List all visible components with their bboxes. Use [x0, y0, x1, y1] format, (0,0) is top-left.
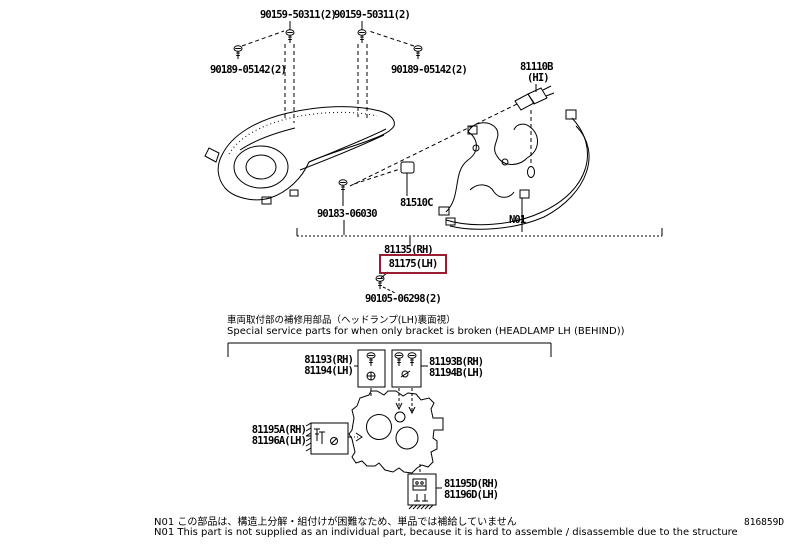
section-title-ja: 車両取付部の補修用部品（ヘッドランプ(LH)裏面視）	[227, 315, 456, 326]
section-title-en: Special service parts for when only brac…	[227, 326, 625, 337]
part-label-bracket-c-rh: 81195A(RH)	[251, 424, 307, 436]
headlamp-rear-view	[348, 390, 444, 474]
top-screws-art	[233, 21, 423, 123]
part-label-bracket-a-rh: 81193(RH)	[304, 354, 354, 366]
note-ref-n01: N01	[509, 214, 526, 226]
part-label-headlamp-rh: 81135(RH)	[384, 244, 434, 256]
part-label-screw-90105: 90105-06298(2)	[365, 293, 442, 305]
bulb-drawing	[514, 84, 555, 178]
part-label-headlamp-lh[interactable]: 81175(LH)	[388, 257, 439, 270]
part-label-screw-top-a: 90159-50311(2)	[260, 9, 337, 21]
cover-81510c-art	[353, 161, 415, 196]
harness-drawing	[438, 109, 590, 230]
footnote-ja: N01 この部品は、構造上分解・組付けが困難なため、単品では補給していません	[154, 517, 517, 528]
section-frame	[227, 342, 552, 357]
figure-code: 816859D	[744, 517, 785, 528]
part-label-bracket-c-lh: 81196A(LH)	[251, 435, 307, 447]
part-label-nut-left: 90189-05142(2)	[210, 64, 287, 76]
part-label-screw-90183: 90183-06030	[317, 208, 378, 220]
part-label-screw-top-b: 90159-50311(2)	[334, 9, 411, 21]
part-label-bracket-d-lh: 81196D(LH)	[444, 489, 499, 501]
bracket-b-box	[391, 349, 428, 415]
selected-part-highlight[interactable]: 81175(LH)	[379, 254, 447, 274]
bracket-c-box	[305, 422, 363, 455]
bracket-a-box	[354, 349, 386, 397]
screw-90105-art	[375, 271, 396, 294]
bracket-d-box	[407, 473, 442, 510]
part-label-nut-right: 90189-05142(2)	[391, 64, 468, 76]
part-label-bulb-note: (HI)	[527, 72, 550, 84]
part-label-bracket-b-lh: 81194B(LH)	[429, 367, 484, 379]
part-label-bulb: 81110B	[520, 61, 553, 73]
part-label-81510c: 81510C	[400, 197, 433, 209]
screw-90183-leader	[342, 193, 345, 235]
headlamp-drawing	[204, 106, 395, 205]
part-label-bracket-a-lh: 81194(LH)	[304, 365, 354, 377]
bulb-leader-line	[349, 103, 518, 187]
part-label-bracket-d-rh: 81195D(RH)	[444, 478, 499, 490]
footnote-en: N01 This part is not supplied as an indi…	[154, 527, 738, 538]
part-label-bracket-b-rh: 81193B(RH)	[429, 356, 484, 368]
group-bracket-line	[296, 228, 663, 245]
